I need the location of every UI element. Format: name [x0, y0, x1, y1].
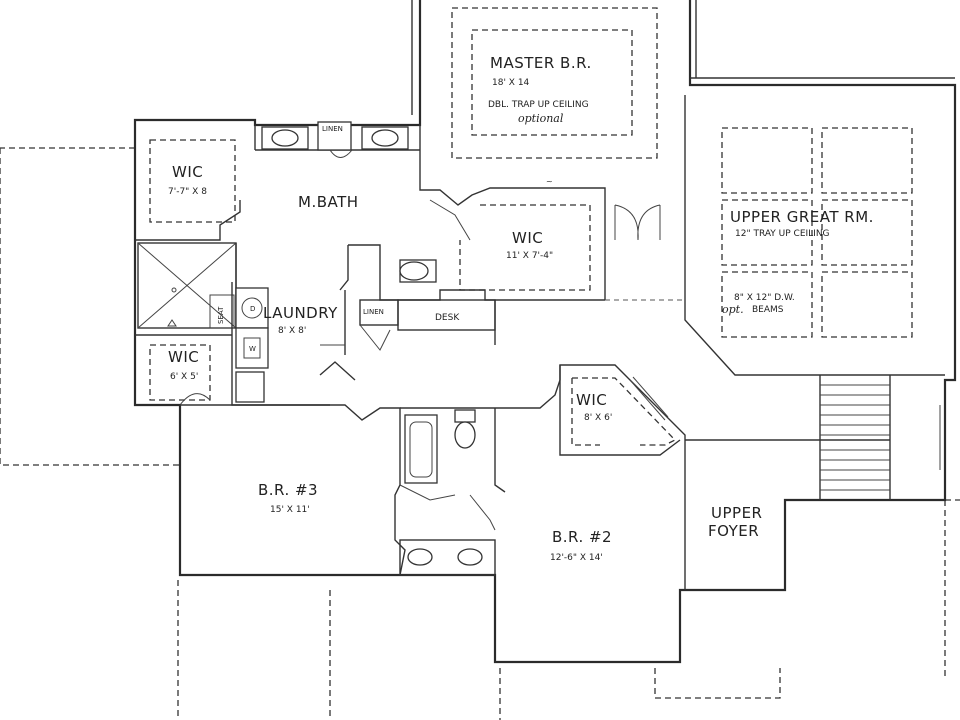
- master-br-note: DBL. TRAP UP CEILING: [488, 100, 589, 110]
- m-bath-label: M.BATH: [298, 193, 359, 211]
- upper-foyer-line1: UPPER: [711, 504, 762, 522]
- wic-master-label: WIC: [512, 229, 543, 247]
- master-bedroom: [419, 7, 658, 300]
- bedroom-3: [180, 404, 506, 576]
- master-br-optional: optional: [518, 112, 564, 125]
- wic-master-size: 11' X 7'-4": [506, 251, 553, 261]
- br2-size: 12'-6" X 14': [550, 553, 603, 563]
- laundry-label: LAUNDRY: [263, 304, 338, 322]
- hall: [319, 299, 496, 381]
- wic-master-bath-label: WIC: [172, 163, 203, 181]
- laundry-size: 8' X 8': [278, 326, 306, 336]
- upper-foyer-line2: FOYER: [708, 522, 759, 540]
- m-bath-linen: LINEN: [322, 125, 343, 133]
- upper-great-rm-label: UPPER GREAT RM.: [730, 208, 874, 226]
- dryer-label: D: [250, 305, 255, 313]
- master-br-size: 18' X 14: [492, 78, 530, 88]
- upper-great-rm-note: 12" TRAY UP CEILING: [735, 229, 830, 239]
- stairs: [819, 375, 941, 500]
- bedroom-2: [495, 364, 820, 590]
- wic-master-bath-size: 7'-7" X 8: [168, 187, 207, 197]
- wic-br2-label: WIC: [576, 391, 607, 409]
- seat-label: SEAT: [217, 306, 225, 324]
- master-wic: [459, 204, 591, 291]
- wic-small-label: WIC: [168, 348, 199, 366]
- master-bath: [135, 121, 605, 329]
- hall-linen: LINEN: [363, 308, 384, 316]
- washer-label: W: [249, 345, 256, 353]
- small-wic: [135, 334, 232, 406]
- upper-great-room: [605, 95, 945, 376]
- beams-note2: BEAMS: [752, 305, 784, 315]
- br2-label: B.R. #2: [552, 528, 612, 546]
- br3-label: B.R. #3: [258, 481, 318, 499]
- exterior-walls: [133, 0, 957, 664]
- master-br-label: MASTER B.R.: [490, 54, 592, 72]
- scribble-mark: ~: [546, 177, 553, 186]
- laundry: [231, 282, 346, 406]
- desk-label: DESK: [435, 313, 460, 323]
- lower-floor-outline: [0, 147, 960, 720]
- wic-small-size: 6' X 5': [170, 372, 198, 382]
- br3-size: 15' X 11': [270, 505, 310, 515]
- wic-br2-size: 8' X 6': [584, 413, 612, 423]
- beams-note: 8" X 12" D.W.: [734, 293, 795, 303]
- beams-opt: opt.: [722, 303, 744, 316]
